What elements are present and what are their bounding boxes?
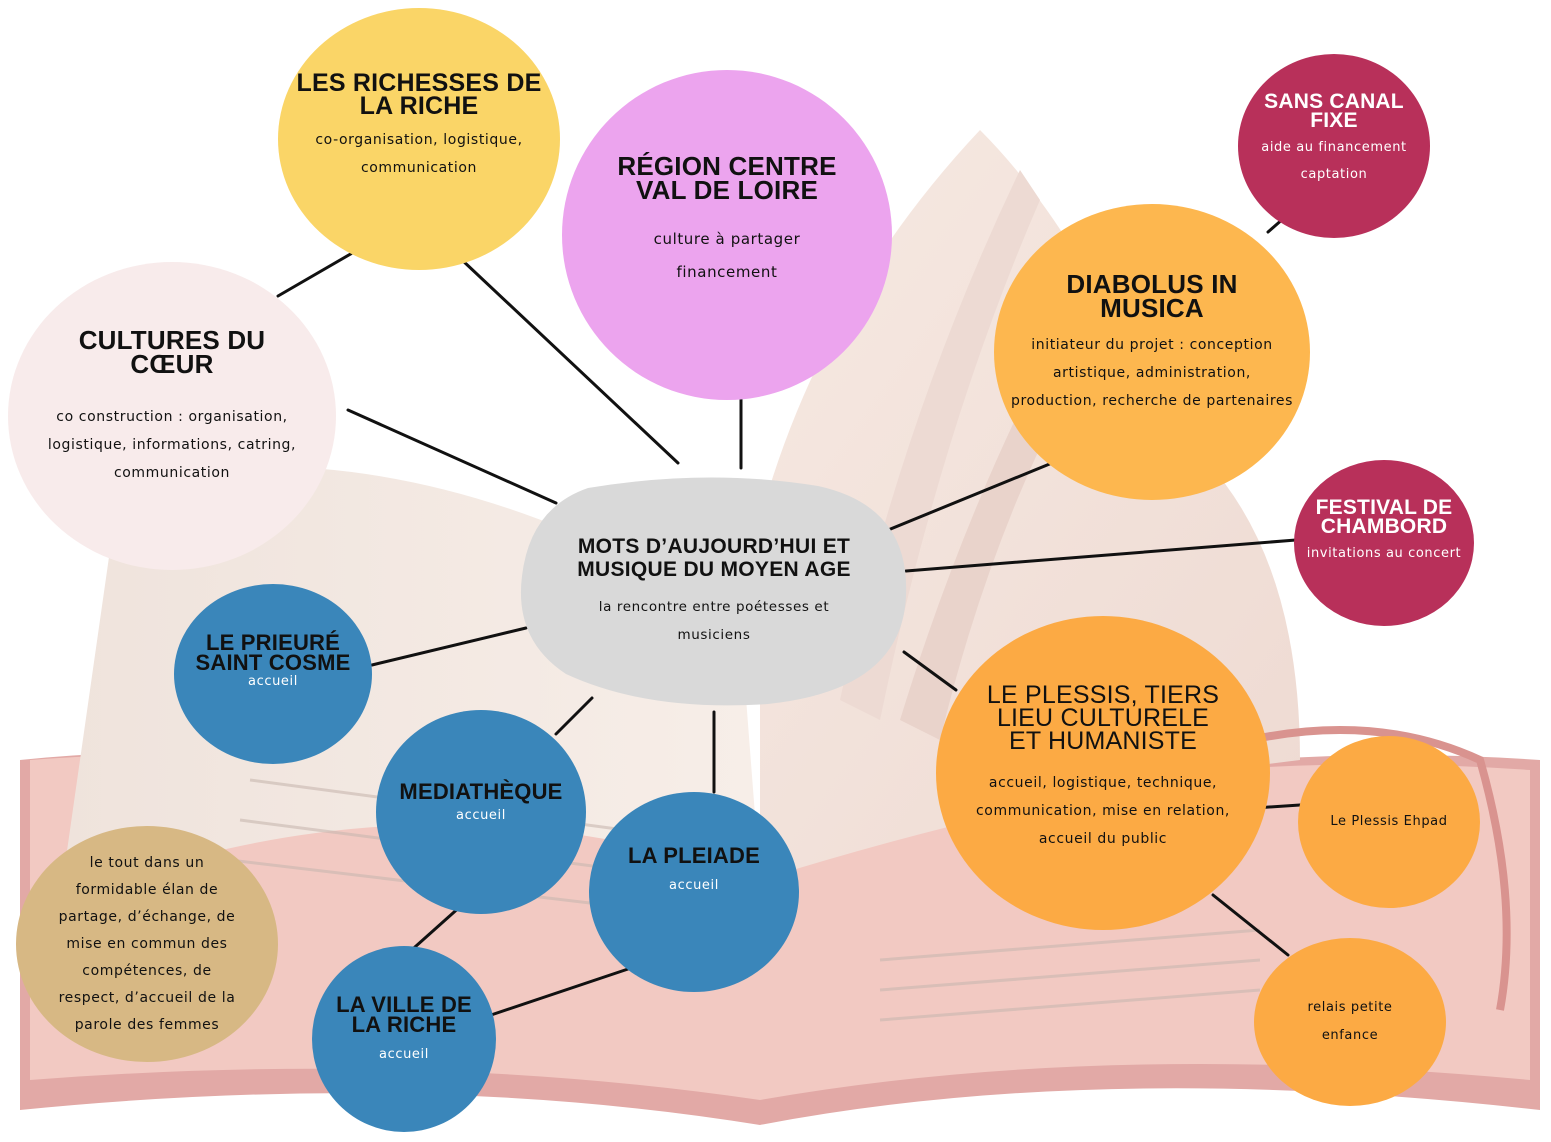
link-ville-pleiade <box>486 965 636 1018</box>
node-title: FESTIVAL DE CHAMBORD <box>1315 495 1453 538</box>
node-mediatheque: MEDIATHÈQUE accueil <box>376 710 586 914</box>
node-description: co construction : organisation, logistiq… <box>47 408 297 481</box>
node-festival-de-chambord: FESTIVAL DE CHAMBORD invitations au conc… <box>1294 460 1474 626</box>
node-description: relais petite enfance <box>1307 1000 1393 1043</box>
node-title: LE PRIEURÉ SAINT COSME <box>195 629 351 675</box>
node-title: LA PLEIADE <box>628 842 760 868</box>
node-description: accueil <box>456 808 506 824</box>
node-conclusion: le tout dans un formidable élan de parta… <box>16 826 278 1062</box>
node-title: LE PLESSIS, TIERS LIEU CULTURELE ET HUMA… <box>986 680 1220 755</box>
node-sans-canal-fixe: SANS CANAL FIXE aide au financement capt… <box>1238 54 1430 238</box>
node-title: LA VILLE DE LA RICHE <box>336 991 472 1037</box>
central-blob-shape <box>520 477 907 706</box>
node-description: invitations au concert <box>1306 546 1462 562</box>
node-prieure-saint-cosme: LE PRIEURÉ SAINT COSME accueil <box>174 584 372 764</box>
node-description: Le Plessis Ehpad <box>1330 814 1448 829</box>
central-project-blob: MOTS D’AUJOURD’HUI ET MUSIQUE DU MOYEN A… <box>518 476 910 708</box>
link-prieure-center <box>370 626 528 667</box>
node-title: DIABOLUS IN MUSICA <box>1066 269 1238 323</box>
node-cultures-du-coeur: CULTURES DU CŒUR co construction : organ… <box>8 262 336 570</box>
node-description: accueil <box>379 1047 429 1063</box>
link-plessis-center <box>902 650 958 692</box>
node-description: accueil, logistique, technique, communic… <box>976 774 1230 847</box>
node-relais-petite-enfance: relais petite enfance <box>1254 938 1446 1106</box>
link-mediatheque-center <box>554 696 594 736</box>
node-la-ville-de-la-riche: LA VILLE DE LA RICHE accueil <box>312 946 496 1132</box>
node-richesses-de-la-riche: LES RICHESSES DE LA RICHE co-organisatio… <box>278 8 560 270</box>
link-richesses-center <box>460 258 680 465</box>
link-plessis-relais <box>1211 893 1290 957</box>
node-la-pleiade: LA PLEIADE accueil <box>589 792 799 992</box>
center-description: la rencontre entre poétesses et musicien… <box>598 599 830 643</box>
node-diabolus-in-musica: DIABOLUS IN MUSICA initiateur du projet … <box>994 204 1310 500</box>
node-description: captation <box>1300 167 1368 183</box>
center-title: MOTS D’AUJOURD’HUI ET MUSIQUE DU MOYEN A… <box>577 535 851 581</box>
node-description: accueil <box>669 878 719 894</box>
node-description: co-organisation, logistique, communicati… <box>315 132 523 176</box>
node-title: CULTURES DU CŒUR <box>78 325 266 379</box>
node-description: accueil <box>248 674 298 690</box>
node-le-plessis-ehpad: Le Plessis Ehpad <box>1298 736 1480 908</box>
node-description: le tout dans un formidable élan de parta… <box>58 854 236 1033</box>
link-richesses-cultures <box>276 250 356 298</box>
node-description: culture à partager <box>653 229 801 248</box>
node-title: RÉGION CENTRE VAL DE LOIRE <box>617 151 837 205</box>
node-le-plessis: LE PLESSIS, TIERS LIEU CULTURELE ET HUMA… <box>936 616 1270 930</box>
node-title: SANS CANAL FIXE <box>1264 89 1404 132</box>
link-festival-center <box>904 538 1298 573</box>
node-region-centre: RÉGION CENTRE VAL DE LOIRE culture à par… <box>562 70 892 400</box>
node-description: aide au financement <box>1261 140 1407 156</box>
node-description: initiateur du projet : conception artist… <box>1011 336 1293 409</box>
node-title: MEDIATHÈQUE <box>399 778 563 804</box>
link-diabolus-center <box>886 461 1054 532</box>
node-title: LES RICHESSES DE LA RICHE <box>296 69 542 120</box>
node-description: financement <box>676 262 778 281</box>
link-cultures-center <box>346 408 558 505</box>
